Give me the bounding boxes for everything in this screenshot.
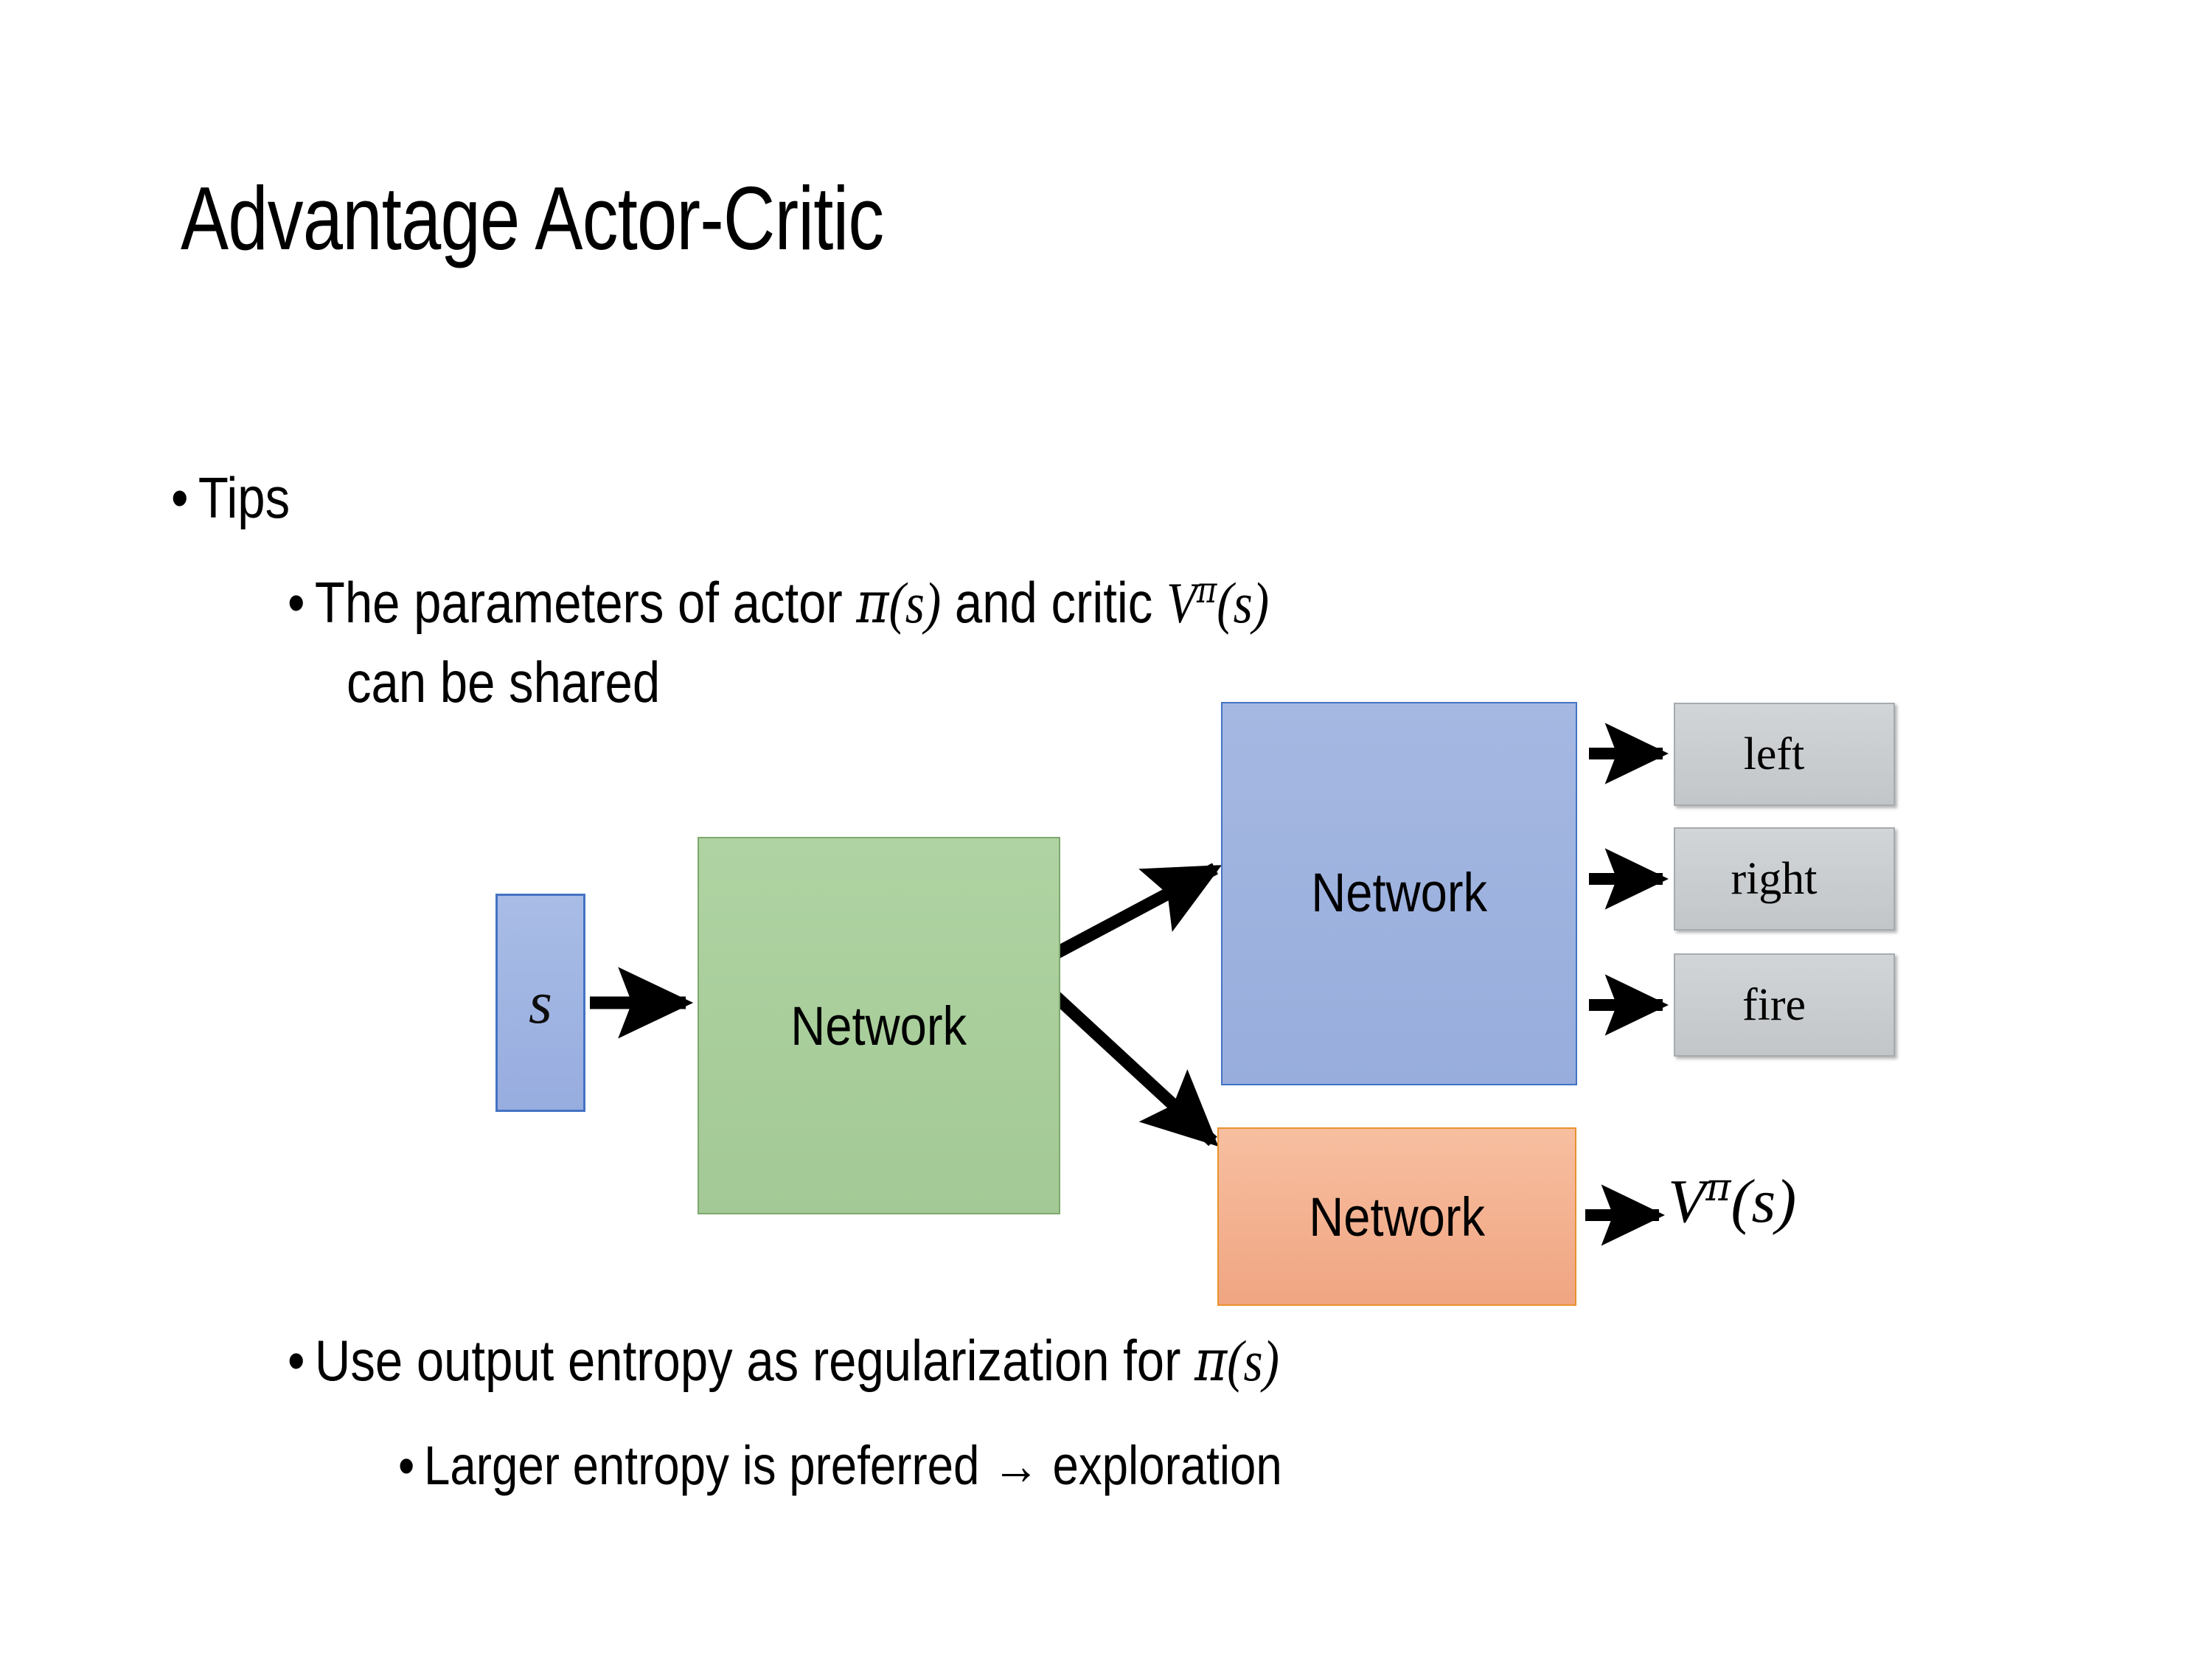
policy-pi-symbol: π bbox=[856, 570, 889, 636]
bullet-larger-entropy: •Larger entropy is preferred → explorati… bbox=[398, 1434, 1282, 1497]
entropy-policy-paren-close: ) bbox=[1262, 1329, 1279, 1393]
value-state-symbol: s bbox=[1233, 571, 1253, 635]
bullet-shared-params-line1: •The parameters of actor π(s) and critic… bbox=[288, 569, 1269, 636]
value-paren-open: ( bbox=[1217, 571, 1234, 635]
input-state-box[interactable]: s bbox=[495, 894, 585, 1112]
action-output-right[interactable]: right bbox=[1674, 827, 1895, 931]
critic-network-box[interactable]: Network bbox=[1217, 1127, 1576, 1306]
shared-network-label: Network bbox=[790, 995, 967, 1057]
policy-paren-open: ( bbox=[888, 571, 905, 635]
larger-entropy-label: Larger entropy is preferred → exploratio… bbox=[423, 1435, 1282, 1496]
bullet-glyph-entropy: • bbox=[288, 1328, 305, 1393]
entropy-policy-paren-open: ( bbox=[1227, 1329, 1244, 1393]
action-output-left-label: left bbox=[1743, 728, 1805, 779]
action-output-left[interactable]: left bbox=[1674, 703, 1895, 806]
bullet-shared-params-line2: can be shared bbox=[347, 650, 661, 714]
value-output-pi-superscript: π bbox=[1705, 1166, 1731, 1210]
shared-params-text-pre: The parameters of actor bbox=[314, 570, 857, 635]
entropy-policy-state-symbol: s bbox=[1243, 1329, 1263, 1393]
actor-network-label: Network bbox=[1311, 861, 1487, 923]
bullet-glyph-tips: • bbox=[171, 465, 189, 530]
input-state-label: s bbox=[529, 969, 552, 1036]
value-pi-superscript: π bbox=[1196, 570, 1217, 611]
critic-network-label: Network bbox=[1309, 1186, 1485, 1248]
bullet-glyph-shared: • bbox=[288, 570, 305, 635]
entropy-text-pre: Use output entropy as regularization for bbox=[314, 1328, 1195, 1393]
shared-network-box[interactable]: Network bbox=[698, 837, 1060, 1214]
entropy-policy-pi-symbol: π bbox=[1194, 1328, 1228, 1394]
value-output-V-symbol: V bbox=[1668, 1167, 1706, 1236]
value-V-symbol: V bbox=[1166, 571, 1197, 635]
bullet-level1-tips-label: Tips bbox=[198, 465, 291, 530]
value-output-tail: (s) bbox=[1731, 1167, 1797, 1236]
shared-params-text-mid: and critic bbox=[941, 570, 1166, 635]
policy-paren-close: ) bbox=[924, 571, 942, 635]
policy-state-symbol: s bbox=[905, 571, 925, 635]
action-output-right-label: right bbox=[1731, 853, 1818, 904]
bullet-level1-tips: •Tips bbox=[171, 465, 290, 532]
action-output-fire[interactable]: fire bbox=[1674, 953, 1895, 1057]
actor-network-box[interactable]: Network bbox=[1221, 702, 1577, 1085]
value-paren-close: ) bbox=[1252, 571, 1270, 635]
bullet-glyph-larger-entropy: • bbox=[398, 1435, 415, 1496]
bullet-entropy-regularization: •Use output entropy as regularization fo… bbox=[288, 1327, 1279, 1394]
page-title: Advantage Actor-Critic bbox=[181, 168, 884, 268]
value-function-output: Vπ(s) bbox=[1668, 1165, 1796, 1237]
action-output-fire-label: fire bbox=[1742, 979, 1806, 1030]
